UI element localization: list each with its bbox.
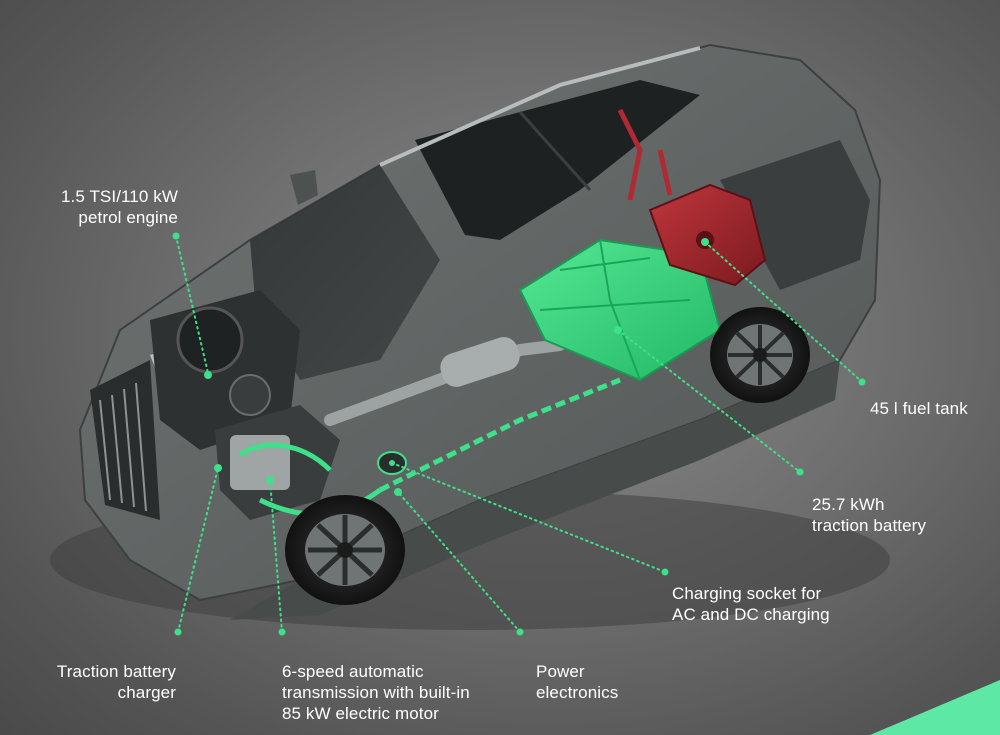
callout-charging-socket: Charging socket for AC and DC charging	[672, 583, 830, 625]
callout-dots	[172, 232, 866, 636]
corner-accent	[870, 680, 1000, 735]
callout-battery-charger: Traction battery charger	[38, 661, 176, 703]
electric-motor-housing	[230, 435, 290, 490]
callout-power-electronics-line2: electronics	[536, 683, 619, 702]
rear-wheel	[710, 307, 810, 403]
fuel-filler-pipe	[617, 108, 673, 201]
front-wheel	[285, 495, 405, 605]
hv-cable-underbody	[378, 377, 621, 493]
windscreen	[250, 165, 440, 380]
callout-power-electronics-line1: Power	[536, 662, 585, 681]
callout-battery-charger-line1: Traction battery	[56, 662, 176, 681]
callout-charging-socket-line1: Charging socket for	[672, 584, 822, 603]
callout-fuel-tank: 45 l fuel tank	[870, 398, 968, 419]
callout-petrol-engine-line1: 1.5 TSI/110 kW	[61, 187, 178, 206]
callout-petrol-engine: 1.5 TSI/110 kW petrol engine	[40, 186, 178, 228]
side-mirror	[290, 170, 318, 205]
callout-petrol-engine-line2: petrol engine	[78, 208, 178, 227]
callout-leaders	[175, 235, 861, 633]
engine-cover	[176, 306, 244, 374]
callout-transmission-line2: transmission with built-in	[282, 683, 470, 702]
callout-traction-battery-line1: 25.7 kWh	[812, 495, 885, 514]
roof-rail	[379, 46, 701, 167]
exhaust-pipe	[324, 339, 566, 426]
hv-cable-front	[238, 442, 332, 472]
muffler	[440, 337, 520, 387]
callout-fuel-tank-line1: 45 l fuel tank	[870, 399, 968, 418]
panoramic-sunroof	[415, 80, 700, 240]
callout-traction-battery-line2: traction battery	[812, 516, 927, 535]
rear-side-window	[720, 140, 870, 290]
callout-charging-socket-line2: AC and DC charging	[672, 605, 830, 624]
callout-battery-charger-line2: charger	[117, 683, 176, 702]
callout-transmission: 6-speed automatic transmission with buil…	[282, 661, 470, 724]
callout-power-electronics: Power electronics	[536, 661, 618, 703]
callout-traction-battery: 25.7 kWh traction battery	[812, 494, 926, 536]
callout-transmission-line3: 85 kW electric motor	[282, 704, 439, 723]
sunroof-divider	[518, 110, 592, 192]
grille-slats	[99, 382, 147, 512]
callout-transmission-line1: 6-speed automatic	[282, 662, 424, 681]
